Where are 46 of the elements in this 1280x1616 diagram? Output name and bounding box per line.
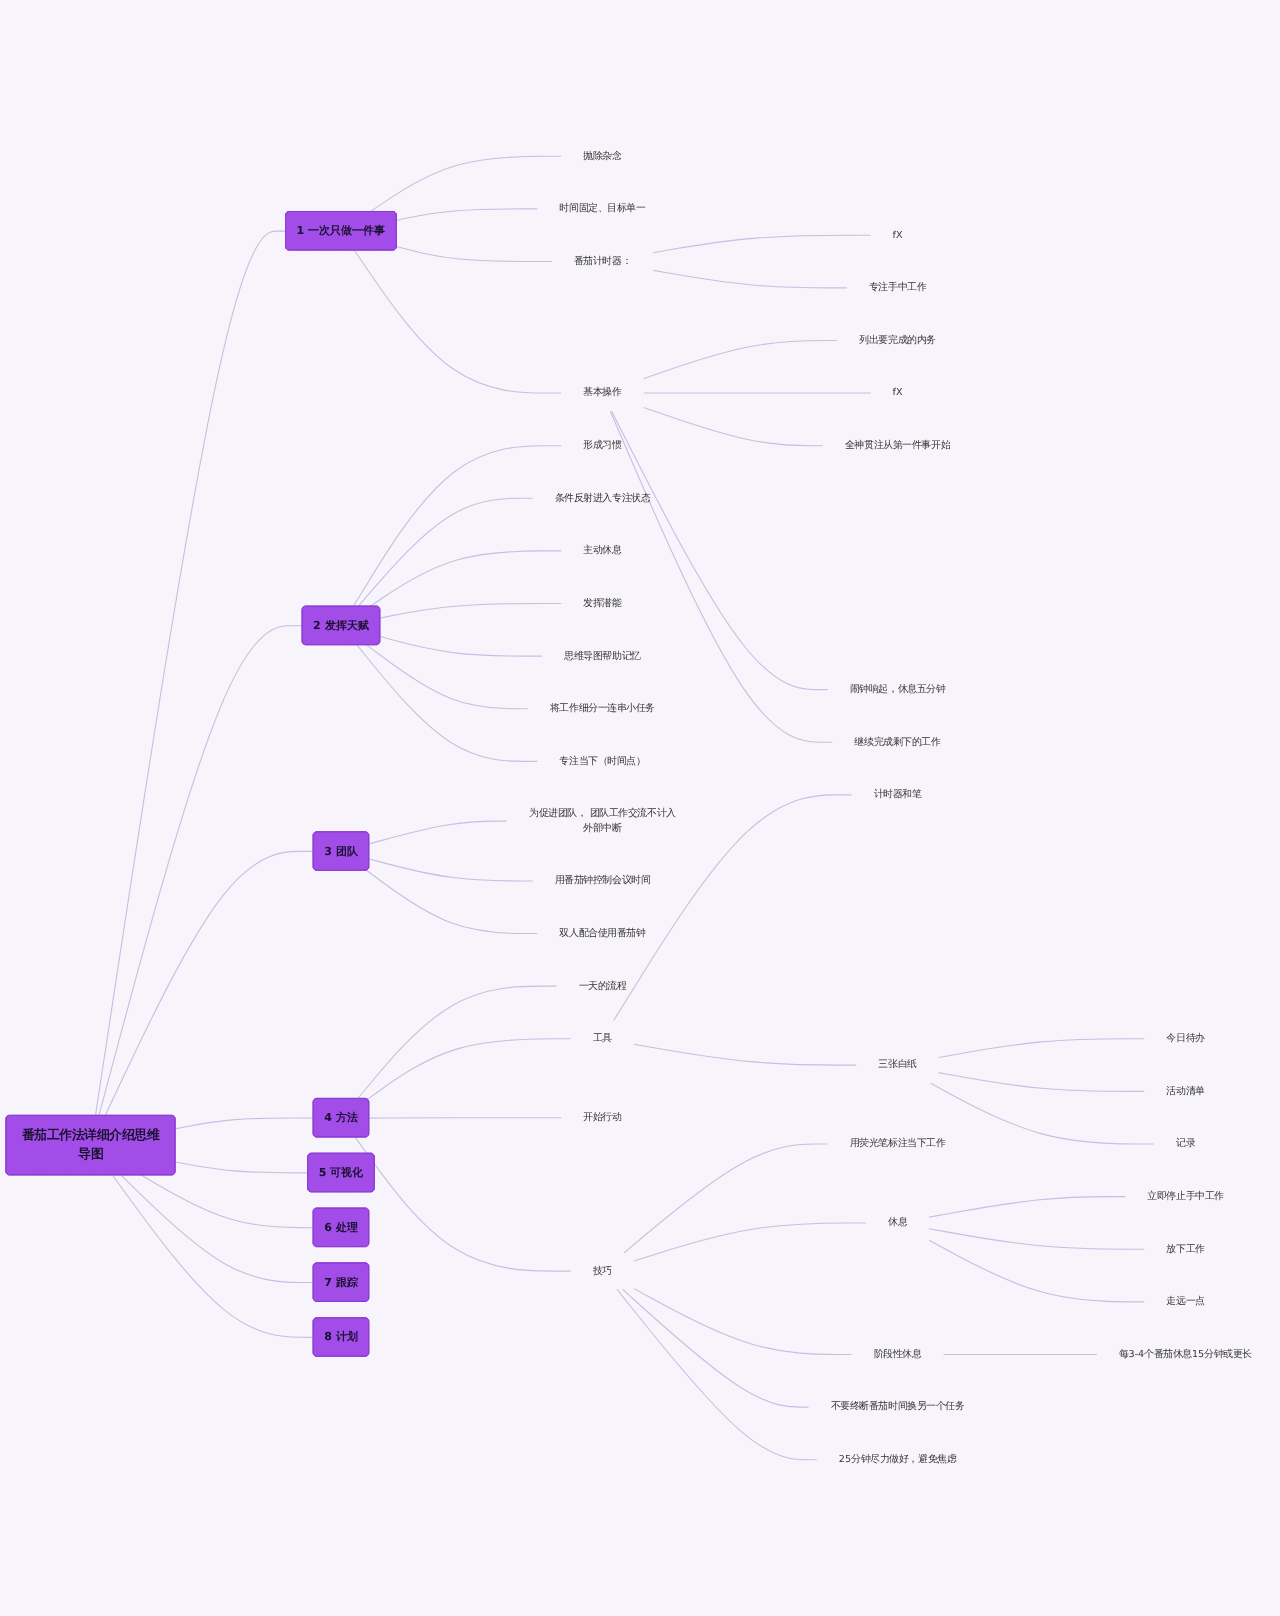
connector	[379, 636, 543, 657]
connector	[622, 1288, 809, 1408]
connector	[366, 1038, 572, 1100]
connector	[353, 249, 562, 394]
connector	[368, 858, 534, 882]
connector	[352, 445, 562, 607]
connector	[141, 1174, 315, 1229]
connector	[938, 1072, 1145, 1092]
connector	[643, 406, 824, 447]
connector	[928, 1239, 1145, 1303]
connector	[104, 850, 315, 1117]
connector	[366, 869, 538, 935]
connector	[98, 625, 303, 1117]
connector	[938, 1038, 1145, 1059]
connector	[633, 1288, 853, 1355]
connector	[652, 234, 871, 254]
connector	[379, 602, 562, 619]
connector	[174, 1161, 309, 1174]
connector	[609, 410, 833, 743]
connector	[356, 644, 538, 762]
connector	[633, 1222, 867, 1262]
connector	[357, 497, 534, 607]
connector	[94, 230, 287, 1117]
connector	[368, 820, 508, 845]
connector	[174, 1117, 315, 1130]
connector	[354, 1136, 572, 1272]
connector	[366, 644, 529, 710]
connector	[611, 410, 829, 691]
connector	[613, 794, 853, 1022]
connector	[112, 1174, 315, 1338]
connector	[369, 550, 562, 607]
connector	[357, 985, 557, 1100]
connector	[368, 1117, 562, 1119]
connector	[633, 1043, 857, 1066]
connector	[120, 1174, 315, 1284]
connector	[396, 208, 538, 221]
connector	[942, 1353, 1098, 1355]
connector	[652, 269, 848, 289]
connector	[928, 1196, 1126, 1218]
connector	[623, 1143, 829, 1254]
connector	[616, 1288, 818, 1461]
connector	[643, 339, 838, 380]
connector	[930, 1082, 1155, 1145]
connector	[928, 1228, 1145, 1250]
connector	[396, 246, 553, 263]
connector	[369, 155, 562, 213]
